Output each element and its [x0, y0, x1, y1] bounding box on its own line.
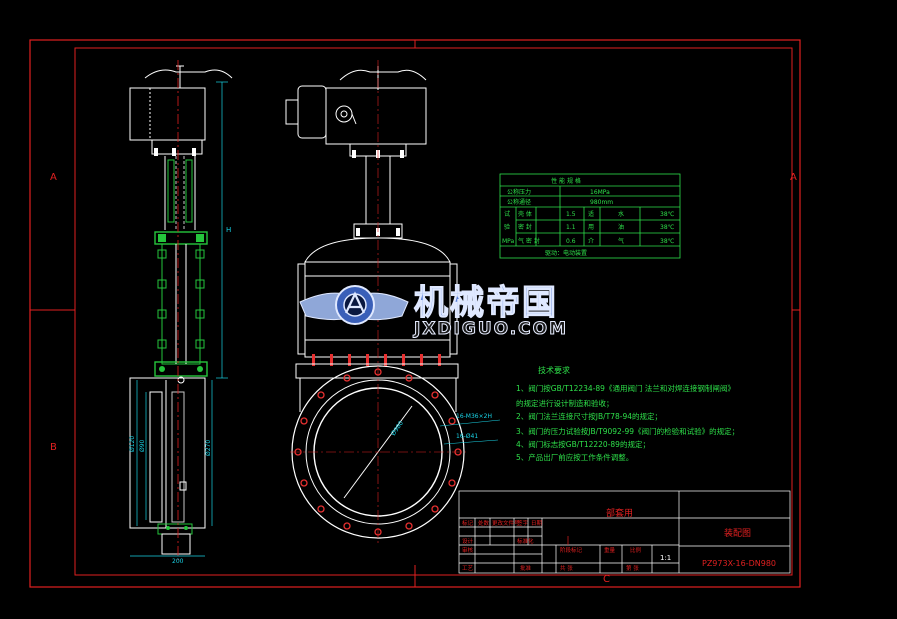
spec-grid-cell: 气	[618, 237, 624, 245]
title-block-cell: 日期	[531, 520, 543, 527]
title-block-unit: 部套用	[606, 507, 633, 519]
title-block-cell: 工艺	[462, 565, 474, 572]
spec-grid-cell: 水	[618, 210, 624, 218]
spec-grid-cell: 38℃	[660, 238, 675, 245]
tech-req-line: 1、阀门按GB/T12234-89《通用阀门 法兰和对焊连接钢制闸阀》	[516, 383, 735, 393]
spec-table	[499, 173, 681, 259]
zone-letter-left: A	[50, 172, 57, 183]
title-block-weight-label: 重量	[604, 546, 616, 554]
side-view: H Ø120 Ø90 Ø270 200	[129, 60, 233, 565]
spec-row-label-1: 公称压力	[507, 188, 531, 196]
title-block-cell: 批准	[520, 564, 532, 572]
zone-letter-bottom: C	[603, 574, 610, 585]
title-block-drawing-no: PZ973X-16-DN980	[702, 559, 776, 568]
spec-grid-cell: 用	[588, 224, 594, 231]
spec-grid-cell: 介	[588, 238, 594, 245]
zone-letter-right: A	[790, 172, 797, 183]
spec-grid-cell: 验	[504, 223, 510, 231]
tech-req-line: 5、产品出厂前应按工作条件调整。	[516, 452, 633, 462]
spec-grid-cell: MPa	[502, 238, 515, 245]
tech-req-line: 3、阀门的压力试验按JB/T9092-99《阀门的检验和试验》的规定；	[516, 426, 739, 436]
watermark: 机械帝国 JXDIGUO.COM	[299, 282, 568, 340]
title-block-cell: 签字	[517, 519, 529, 527]
title-block-cell: 阶段标记	[560, 546, 583, 554]
tech-requirements: 技术要求 1、阀门按GB/T12234-89《通用阀门 法兰和对焊连接钢制闸阀》…	[516, 365, 739, 462]
spec-grid-cell: 38℃	[660, 211, 675, 218]
drawing-frame: A A B C	[29, 39, 801, 588]
zone-letter-left-lower: B	[50, 442, 57, 453]
tech-req-line: 4、阀门标志按GB/T12220-89的规定；	[516, 439, 650, 449]
dim-right: Ø270	[205, 440, 212, 456]
title-block-cell: 更改文件号	[492, 519, 520, 527]
title-block-scale: 1:1	[660, 554, 671, 562]
title-block-sheet-label: 共 张	[560, 564, 573, 572]
title-block-drawing-name: 装配图	[724, 527, 751, 539]
tech-req-heading: 技术要求	[538, 365, 570, 375]
flange-bolt-holes	[294, 368, 462, 536]
spec-grid-cell: 试	[504, 210, 510, 218]
title-block-cell: 标准化	[517, 537, 534, 545]
spec-grid-cell: 适	[588, 210, 594, 218]
watermark-en: JXDIGUO.COM	[413, 319, 568, 339]
spec-row-value-1: 16MPa	[590, 189, 610, 196]
title-block-cell: 处数	[478, 519, 490, 527]
dim-height: H	[226, 226, 231, 234]
dim-bottom: 200	[172, 558, 184, 565]
title-block-page-label: 第 张	[626, 564, 639, 572]
dim-flange: Ø980	[390, 420, 405, 437]
title-block-cell: 设计	[462, 537, 474, 545]
spec-grid-cell: 38℃	[660, 224, 675, 231]
title-block-cell: 标记	[462, 519, 474, 527]
spec-grid-cell: 1.1	[566, 224, 576, 231]
dim-left-1: Ø120	[129, 436, 136, 452]
callout-holes: 16-Ø41	[456, 433, 478, 440]
spec-grid-cell: 油	[618, 223, 624, 231]
watermark-zh: 机械帝国	[414, 283, 558, 323]
spec-table-title: 性 能 规 格	[551, 177, 581, 185]
spec-grid-cell: 0.6	[566, 238, 576, 245]
spec-grid-cell: 壳 体	[518, 210, 532, 218]
callout-bolts: 16-M36×2H	[456, 413, 492, 420]
spec-table-footer: 驱动：电动装置	[545, 249, 587, 257]
title-block-scale-label: 比例	[630, 546, 642, 554]
spec-grid-cell: 1.5	[566, 211, 576, 218]
dim-left-2: Ø90	[139, 439, 146, 452]
bolt-row	[312, 354, 441, 366]
title-block-cell: 审核	[462, 546, 474, 554]
gear-wings-logo-icon	[299, 285, 409, 325]
spec-row-label-2: 公称通径	[507, 198, 531, 206]
spec-grid-cell: 气 密 封	[518, 237, 540, 245]
spec-row-value-2: 980mm	[590, 199, 613, 206]
title-block	[458, 490, 791, 574]
tech-req-line: 2、阀门法兰连接尺寸按JB/T78-94的规定；	[516, 411, 662, 421]
tech-req-line: 的规定进行设计制造和验收；	[516, 398, 614, 408]
spec-grid-cell: 密 封	[518, 223, 532, 231]
